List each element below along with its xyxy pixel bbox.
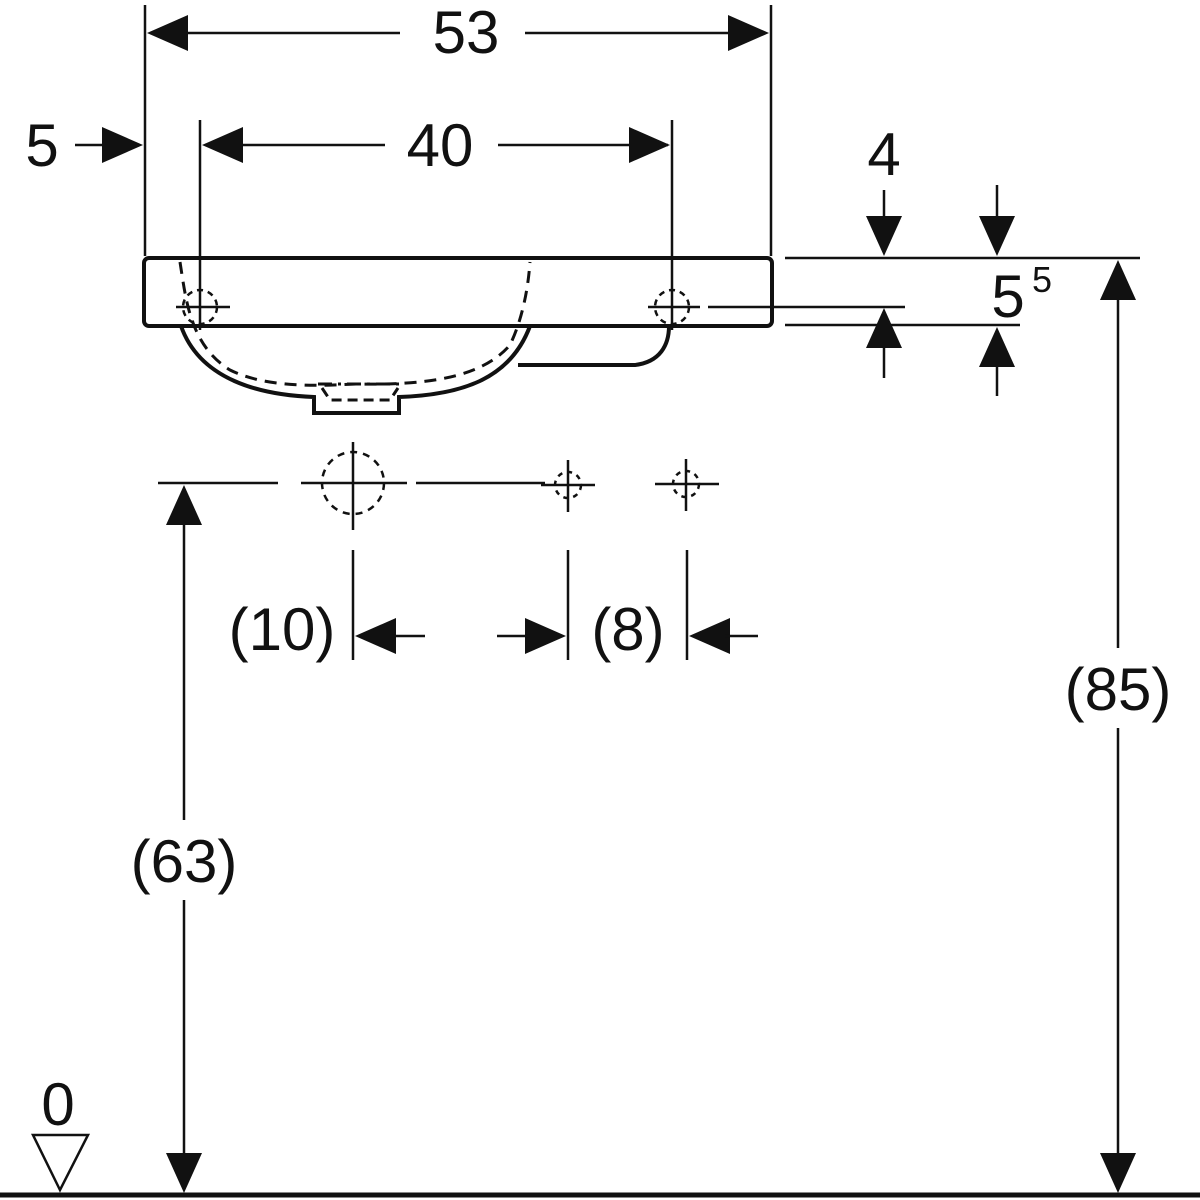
floor-level: 0	[0, 1071, 1200, 1198]
width-label: 53	[433, 0, 500, 66]
service-connections	[158, 442, 719, 530]
basin-outline	[142, 256, 774, 415]
basin-depth-label: 5	[991, 263, 1024, 330]
rim-height-label: (85)	[1065, 656, 1172, 723]
tap-spacing-label: 40	[407, 112, 474, 179]
tap-hole-right	[648, 120, 905, 330]
basin-depth-superscript: 5	[1032, 259, 1052, 300]
dimension-rim-height: (85)	[1065, 260, 1172, 1193]
dimension-drain-height: (63)	[131, 485, 238, 1193]
dimension-rim-thickness: 4 5 5	[785, 121, 1140, 396]
dimension-drain-offsets: (10) (8)	[229, 550, 758, 663]
dimension-tap-spacing: 40	[202, 112, 670, 179]
dimension-edge-offset: 5	[25, 112, 143, 179]
rim-thickness-label: 4	[867, 121, 900, 188]
tap-hole-left	[176, 120, 230, 330]
edge-offset-label: 5	[25, 112, 58, 179]
drain-height-label: (63)	[131, 828, 238, 895]
drain-offset-label: (10)	[229, 596, 336, 663]
floor-level-label: 0	[41, 1071, 74, 1138]
small-hole-spacing-label: (8)	[591, 596, 664, 663]
dimension-width: 53	[143, 0, 773, 256]
